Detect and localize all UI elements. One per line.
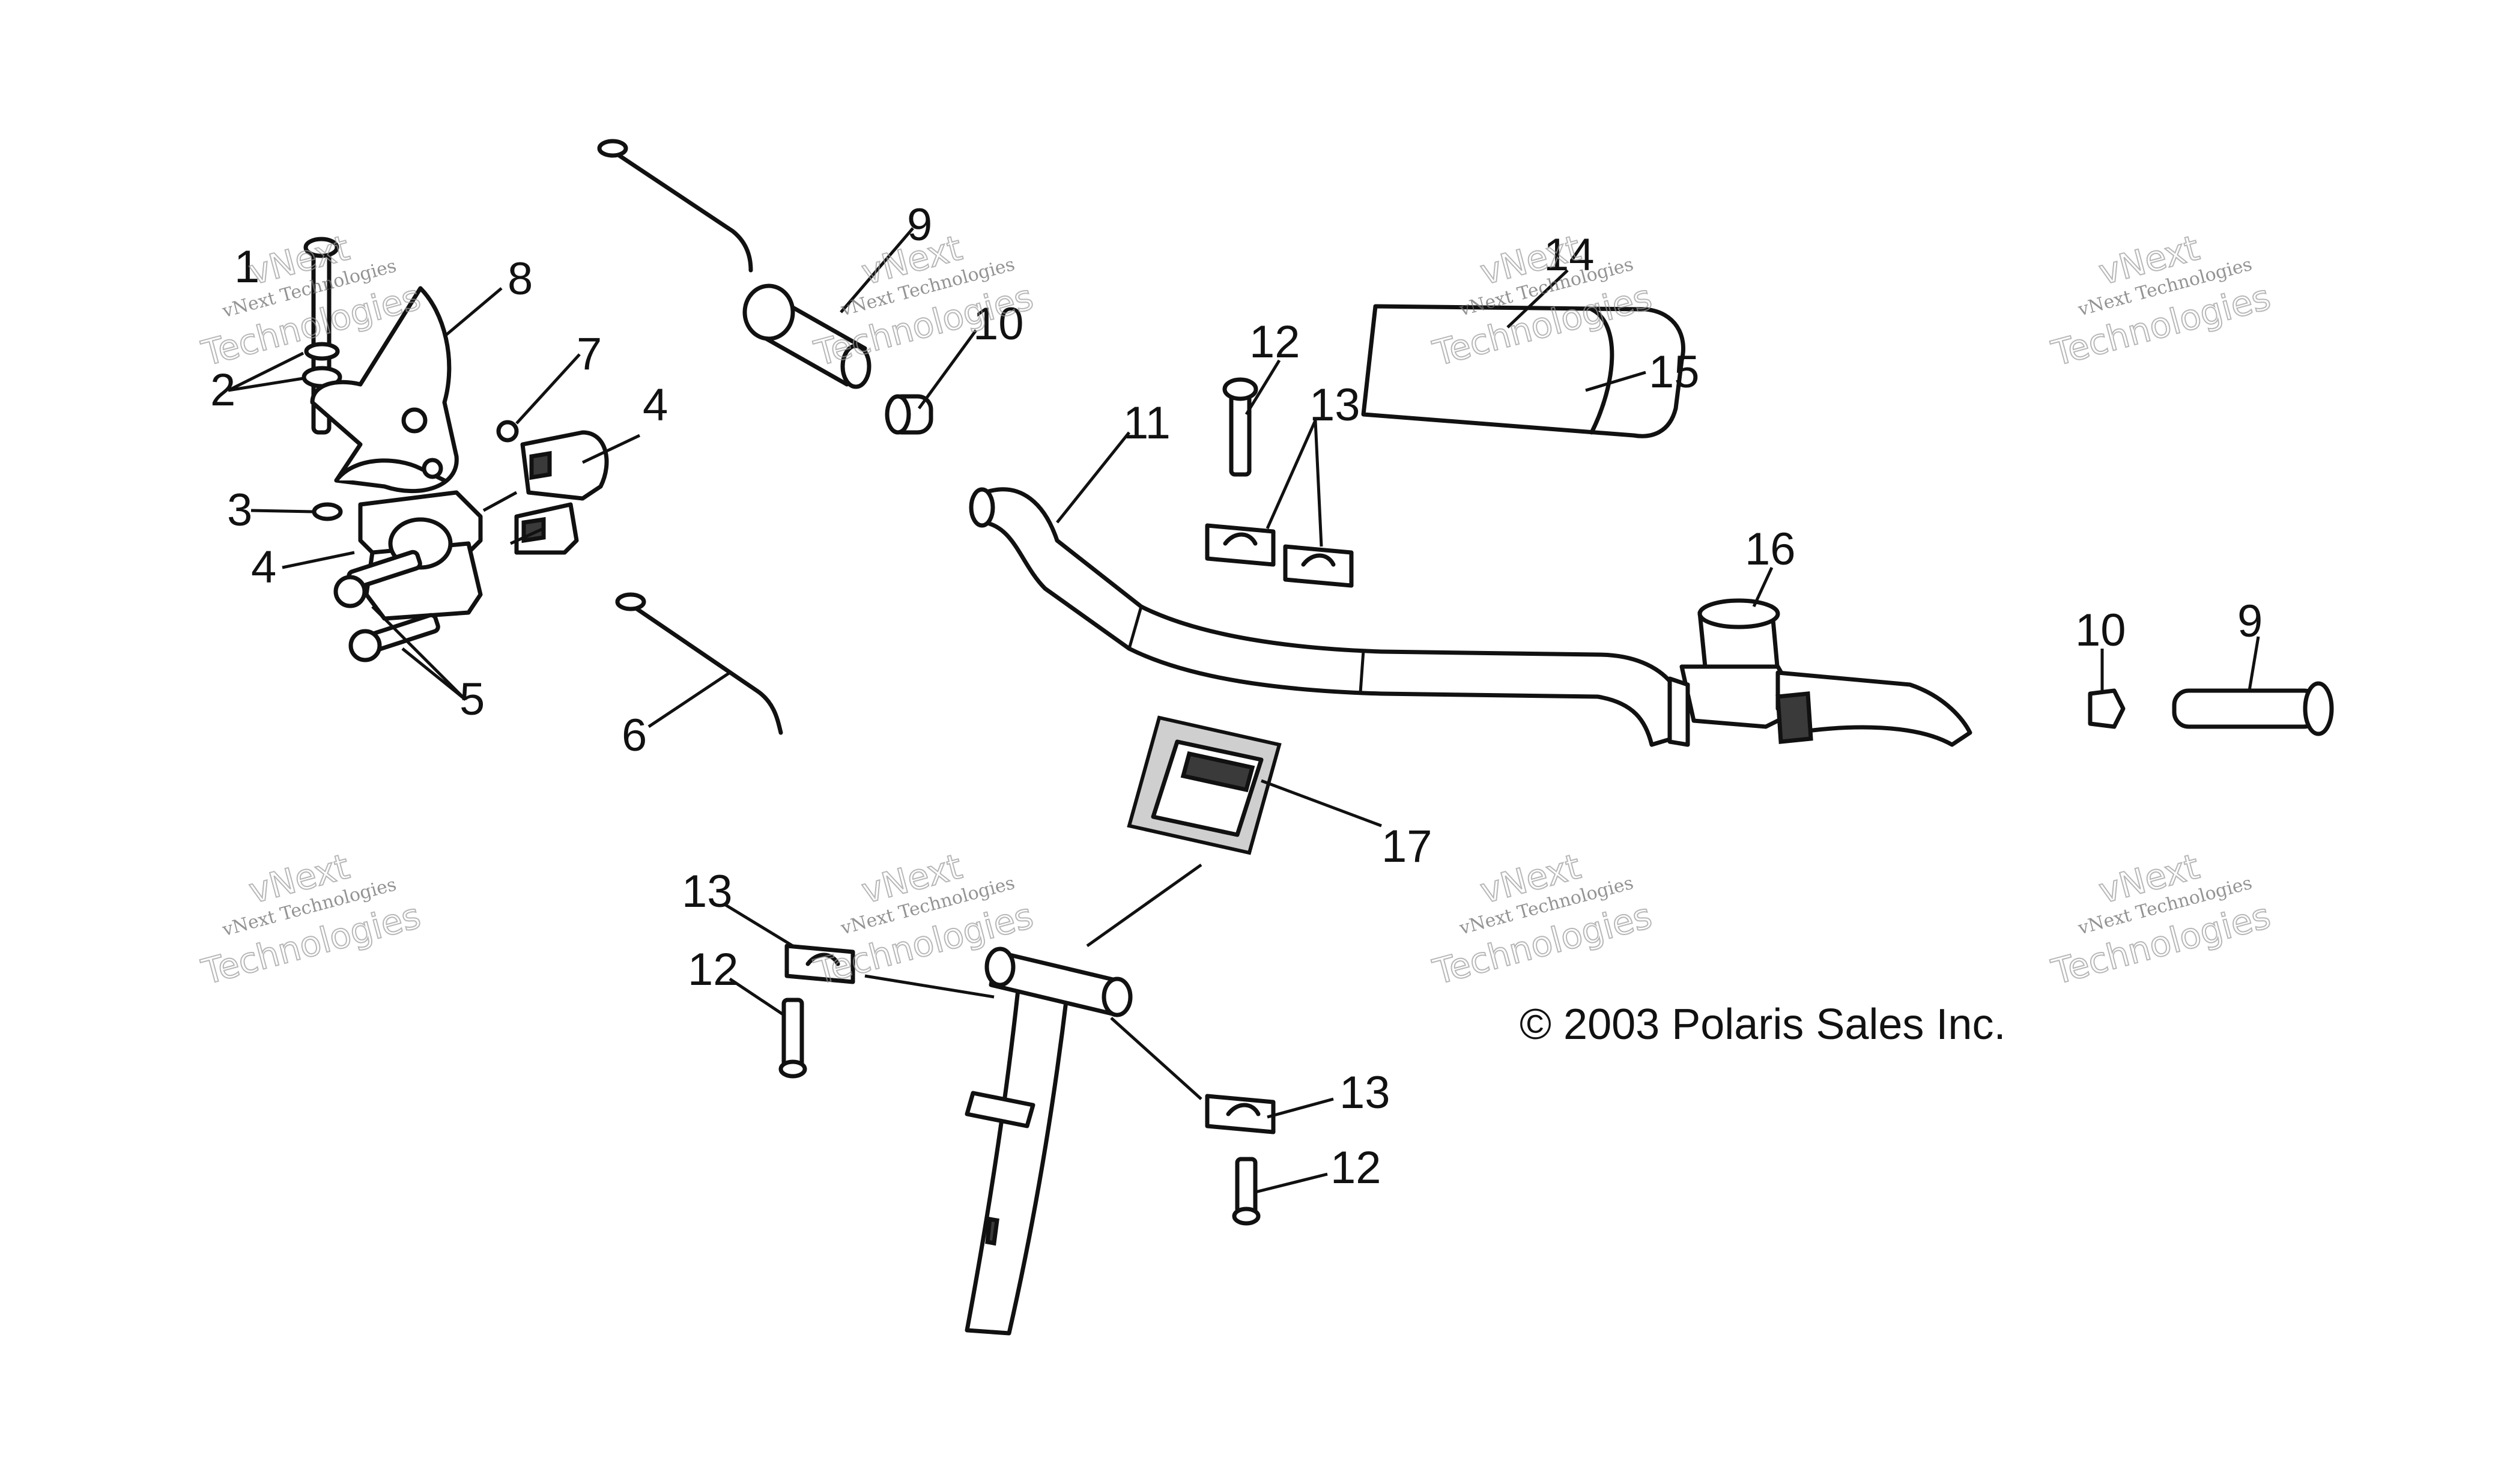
part-12-bolt-right (1232, 1157, 1261, 1226)
callout-13-right: 13 (1339, 1067, 1390, 1118)
callout-16: 16 (1745, 524, 1796, 575)
part-13-clamp-top-2 (1283, 544, 1354, 588)
part-9-grip-right (2172, 681, 2334, 736)
callout-10-left: 10 (973, 298, 1024, 350)
callout-8: 8 (508, 253, 533, 304)
part-10-end-cap-right (2088, 688, 2126, 729)
callout-1: 1 (234, 241, 259, 292)
callout-4-right: 4 (643, 380, 668, 431)
part-13-clamp-left (784, 943, 855, 984)
part-9-grip-left (742, 283, 871, 389)
part-4-switch-housing-upper (514, 430, 609, 555)
part-11-handlebar (969, 487, 1687, 747)
part-4-switch-housing-lower (358, 490, 483, 621)
callout-12-left: 12 (688, 944, 739, 995)
callout-5: 5 (459, 674, 485, 725)
callout-leaders (227, 227, 2260, 1194)
part-8-throttle-bracket (310, 286, 459, 494)
callout-3: 3 (227, 485, 252, 536)
callout-10-right: 10 (2075, 605, 2126, 656)
callout-13-top: 13 (1309, 380, 1360, 431)
part-16-master-cylinder (1667, 598, 1972, 747)
part-17-block (1127, 715, 1282, 855)
part-14-15-handlebar-pad (1361, 304, 1685, 438)
callout-14: 14 (1544, 229, 1595, 280)
part-12-bolt-top (1222, 377, 1258, 477)
part-7-screw (496, 420, 519, 443)
callout-7: 7 (577, 329, 602, 380)
part-6-cable (615, 592, 783, 735)
steering-stem (965, 946, 1133, 1336)
callout-12-top: 12 (1249, 316, 1300, 368)
watermark-mid-right-center: vNext vNext Technologies Technologies (1428, 845, 1657, 993)
callout-labels: 1 2 3 4 5 6 7 4 8 9 10 11 12 13 14 15 16… (210, 199, 2263, 1193)
watermark-top-right: vNext vNext Technologies Technologies (2047, 226, 2275, 375)
callout-11: 11 (1123, 398, 1171, 449)
watermark-mid-right: vNext vNext Technologies Technologies (2047, 845, 2275, 993)
callout-2: 2 (210, 365, 235, 416)
watermark-mid-left: vNext vNext Technologies Technologies (197, 845, 425, 993)
part-13-clamp-right (1205, 1094, 1276, 1134)
upper-cable (597, 139, 753, 273)
callout-6: 6 (622, 710, 647, 761)
callout-12-right: 12 (1330, 1142, 1381, 1193)
callout-17: 17 (1381, 821, 1432, 872)
part-5-screws (333, 550, 440, 662)
part-12-bolt-left (778, 998, 807, 1079)
callout-13-left: 13 (682, 866, 733, 917)
part-13-clamp-top-1 (1205, 523, 1276, 567)
assembly-lines (482, 491, 1202, 1100)
callout-4-left: 4 (251, 542, 276, 593)
part-3-clip (312, 502, 343, 521)
copyright-notice: © 2003 Polaris Sales Inc. (1520, 1001, 2005, 1049)
callout-9-right: 9 (2237, 596, 2263, 647)
callout-15: 15 (1649, 347, 1700, 398)
callout-9-left: 9 (907, 199, 932, 250)
